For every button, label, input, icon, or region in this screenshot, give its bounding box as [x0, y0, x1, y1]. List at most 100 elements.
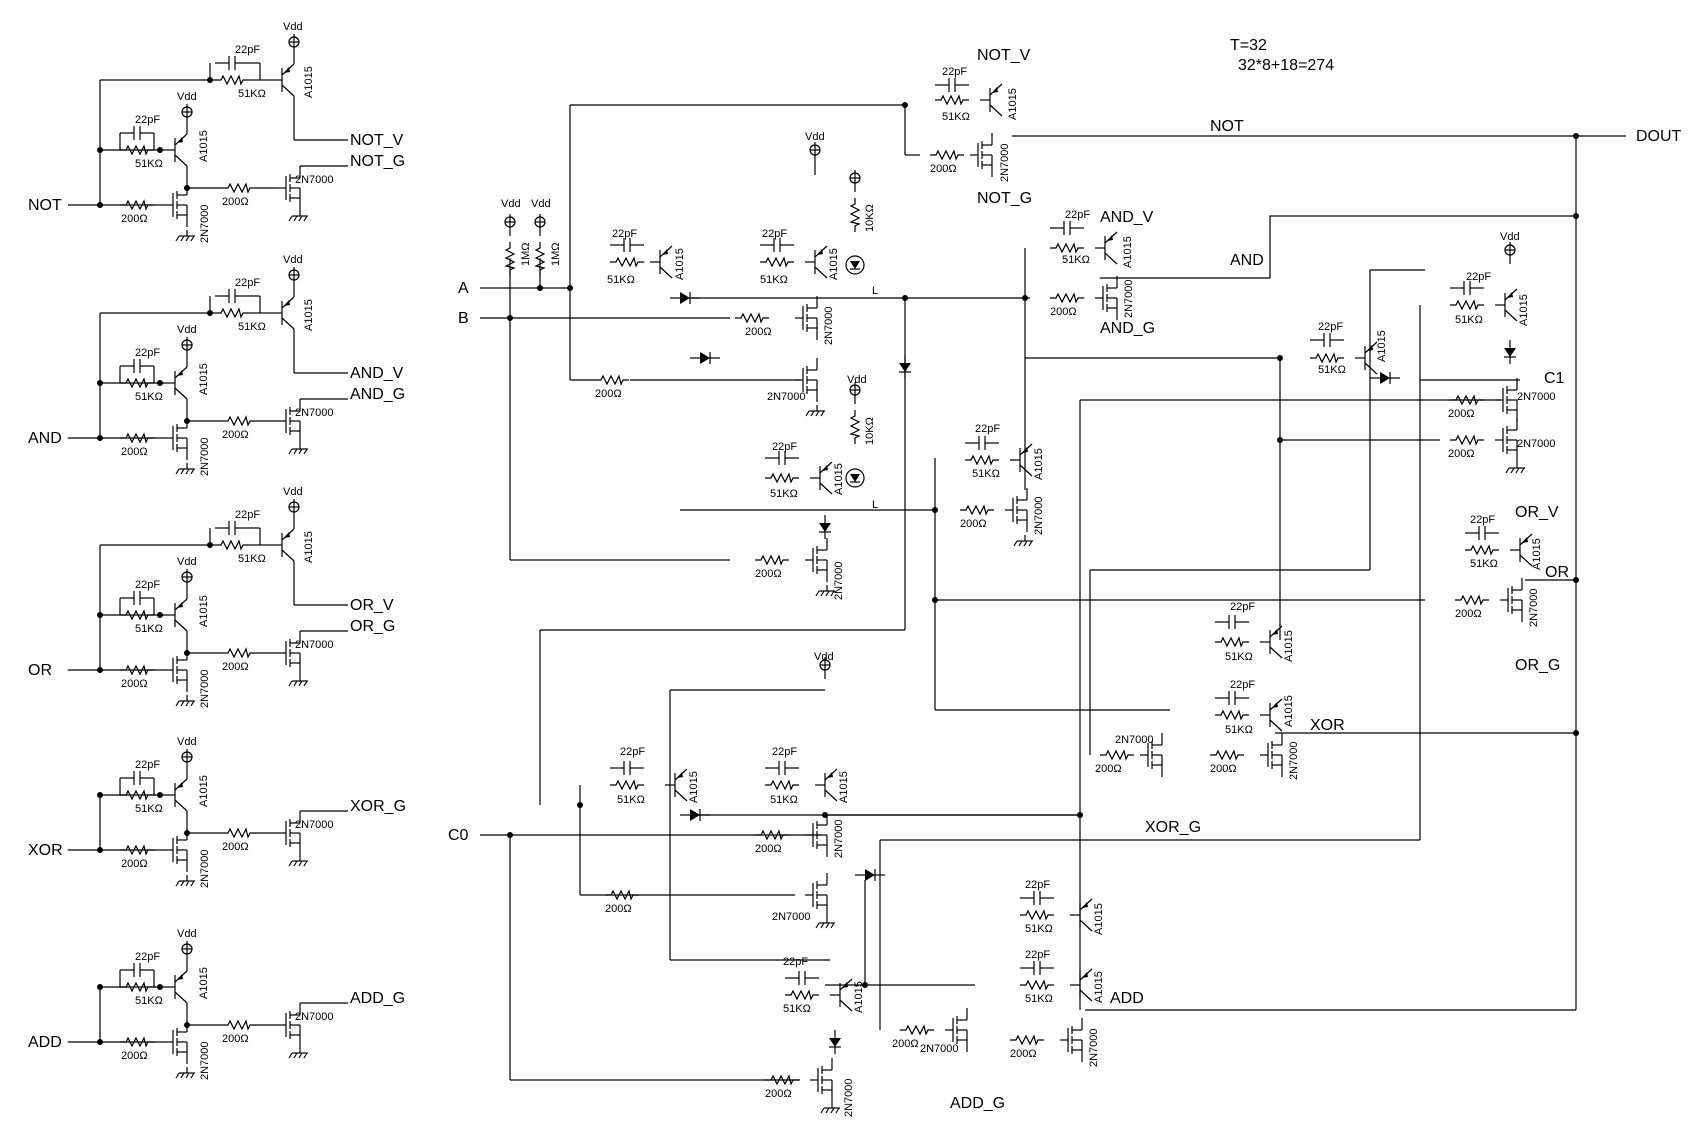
res-label: 51KΩ — [135, 623, 163, 635]
pnp-label: A1015 — [198, 775, 210, 807]
res-label: 200Ω — [765, 1088, 792, 1100]
net-not-g-label: NOT_G — [977, 190, 1032, 207]
cap-label: 22pF — [1318, 321, 1343, 333]
nfet-label: 2N7000 — [823, 306, 835, 345]
res-label: 51KΩ — [135, 391, 163, 403]
pnp-label: A1015 — [303, 66, 315, 98]
cap-label: 22pF — [1230, 601, 1255, 613]
res-label: 51KΩ — [1470, 558, 1498, 570]
pnp-label: A1015 — [1093, 903, 1105, 935]
nfet-label: 2N7000 — [295, 174, 334, 186]
output-or_g-label: OR_G — [350, 618, 395, 635]
nfet-label: 2N7000 — [920, 1043, 959, 1055]
pnp-label: A1015 — [303, 299, 315, 331]
res-label: 200Ω — [121, 858, 148, 870]
cap-label: 22pF — [1065, 209, 1090, 221]
nfet-label: 2N7000 — [199, 204, 211, 243]
input-and-label: AND — [28, 430, 62, 447]
res-label: 200Ω — [222, 841, 249, 853]
res-label: 200Ω — [960, 518, 987, 530]
res-label: 200Ω — [222, 1033, 249, 1045]
nfet-label: 2N7000 — [199, 437, 211, 476]
cap-label: 22pF — [942, 66, 967, 78]
vdd-label: Vdd — [177, 736, 197, 748]
res-label: 200Ω — [121, 213, 148, 225]
pnp-label: A1015 — [1007, 88, 1019, 120]
res-label: 200Ω — [1095, 763, 1122, 775]
pnp-label: A1015 — [198, 130, 210, 162]
vdd-label: Vdd — [805, 131, 825, 143]
res-label: 200Ω — [755, 568, 782, 580]
pnp-label: A1015 — [833, 463, 845, 495]
cap-label: 22pF — [975, 423, 1000, 435]
res-label: 51KΩ — [607, 274, 635, 286]
vdd-label: Vdd — [814, 651, 834, 663]
pnp-label: A1015 — [1093, 971, 1105, 1003]
pnp-label: A1015 — [1376, 330, 1388, 362]
cap-label: 22pF — [620, 746, 645, 758]
nfet-label: 2N7000 — [199, 1041, 211, 1080]
res-label: 51KΩ — [135, 158, 163, 170]
res-label: 200Ω — [222, 661, 249, 673]
nfet-label: 2N7000 — [833, 561, 845, 600]
net-and-v-label: AND_V — [1100, 209, 1154, 226]
output-and_g-label: AND_G — [350, 386, 405, 403]
pnp-label: A1015 — [1518, 294, 1530, 326]
cap-label: 22pF — [612, 228, 637, 240]
res-label: 51KΩ — [1025, 923, 1053, 935]
nfet-label: 2N7000 — [295, 819, 334, 831]
nfet-label: 2N7000 — [1115, 734, 1154, 746]
net-add-label: ADD — [1110, 990, 1144, 1007]
main-components — [504, 77, 1533, 1114]
vdd-label: Vdd — [283, 486, 303, 498]
nfet-label: 2N7000 — [1088, 1028, 1100, 1067]
input-or-label: OR — [28, 662, 52, 679]
pnp-label: A1015 — [1283, 695, 1295, 727]
net-or-g-label: OR_G — [1515, 657, 1560, 674]
cap-label: 22pF — [235, 44, 260, 56]
res-label: 200Ω — [595, 388, 622, 400]
nfet-label: 2N7000 — [772, 911, 811, 923]
res-label: 51KΩ — [972, 468, 1000, 480]
vdd-label: Vdd — [177, 324, 197, 336]
vdd-label: Vdd — [531, 198, 551, 210]
res-label: 51KΩ — [1225, 651, 1253, 663]
output-not_v-label: NOT_V — [350, 132, 404, 149]
output-xor_g-label: XOR_G — [350, 798, 406, 815]
input-not-label: NOT — [28, 197, 62, 214]
cap-label: 22pF — [135, 347, 160, 359]
output-add_g-label: ADD_G — [350, 990, 405, 1007]
res-label: 51KΩ — [783, 1003, 811, 1015]
res-label: 10KΩ — [864, 417, 876, 445]
res-label: 51KΩ — [238, 321, 266, 333]
nfet-label: 2N7000 — [1517, 391, 1556, 403]
nfet-label: 2N7000 — [1528, 588, 1540, 627]
net-add-g-label: ADD_G — [950, 1095, 1005, 1112]
vdd-label: Vdd — [177, 91, 197, 103]
res-label: 1MΩ — [520, 242, 532, 266]
nfet-label: 2N7000 — [767, 391, 806, 403]
nfet-label: 2N7000 — [295, 639, 334, 651]
input-add-label: ADD — [28, 1034, 62, 1051]
vdd-label: Vdd — [283, 254, 303, 266]
vdd-label: Vdd — [177, 928, 197, 940]
cap-label: 22pF — [772, 746, 797, 758]
output-or_v-label: OR_V — [350, 597, 394, 614]
net-not-label: NOT — [1210, 118, 1244, 135]
res-label: 200Ω — [1210, 763, 1237, 775]
cap-label: 22pF — [235, 509, 260, 521]
vdd-label: Vdd — [1500, 231, 1520, 243]
res-label: 200Ω — [892, 1038, 919, 1050]
pnp-label: A1015 — [198, 967, 210, 999]
res-label: 1MΩ — [550, 242, 562, 266]
nfet-label: 2N7000 — [843, 1078, 855, 1117]
pnp-label: A1015 — [198, 363, 210, 395]
res-label: 51KΩ — [135, 803, 163, 815]
cap-label: 22pF — [235, 277, 260, 289]
formula-label: 32*8+18=274 — [1238, 57, 1334, 74]
nfet-label: 2N7000 — [295, 407, 334, 419]
cap-label: 22pF — [135, 579, 160, 591]
nfet-label: 2N7000 — [999, 143, 1011, 182]
